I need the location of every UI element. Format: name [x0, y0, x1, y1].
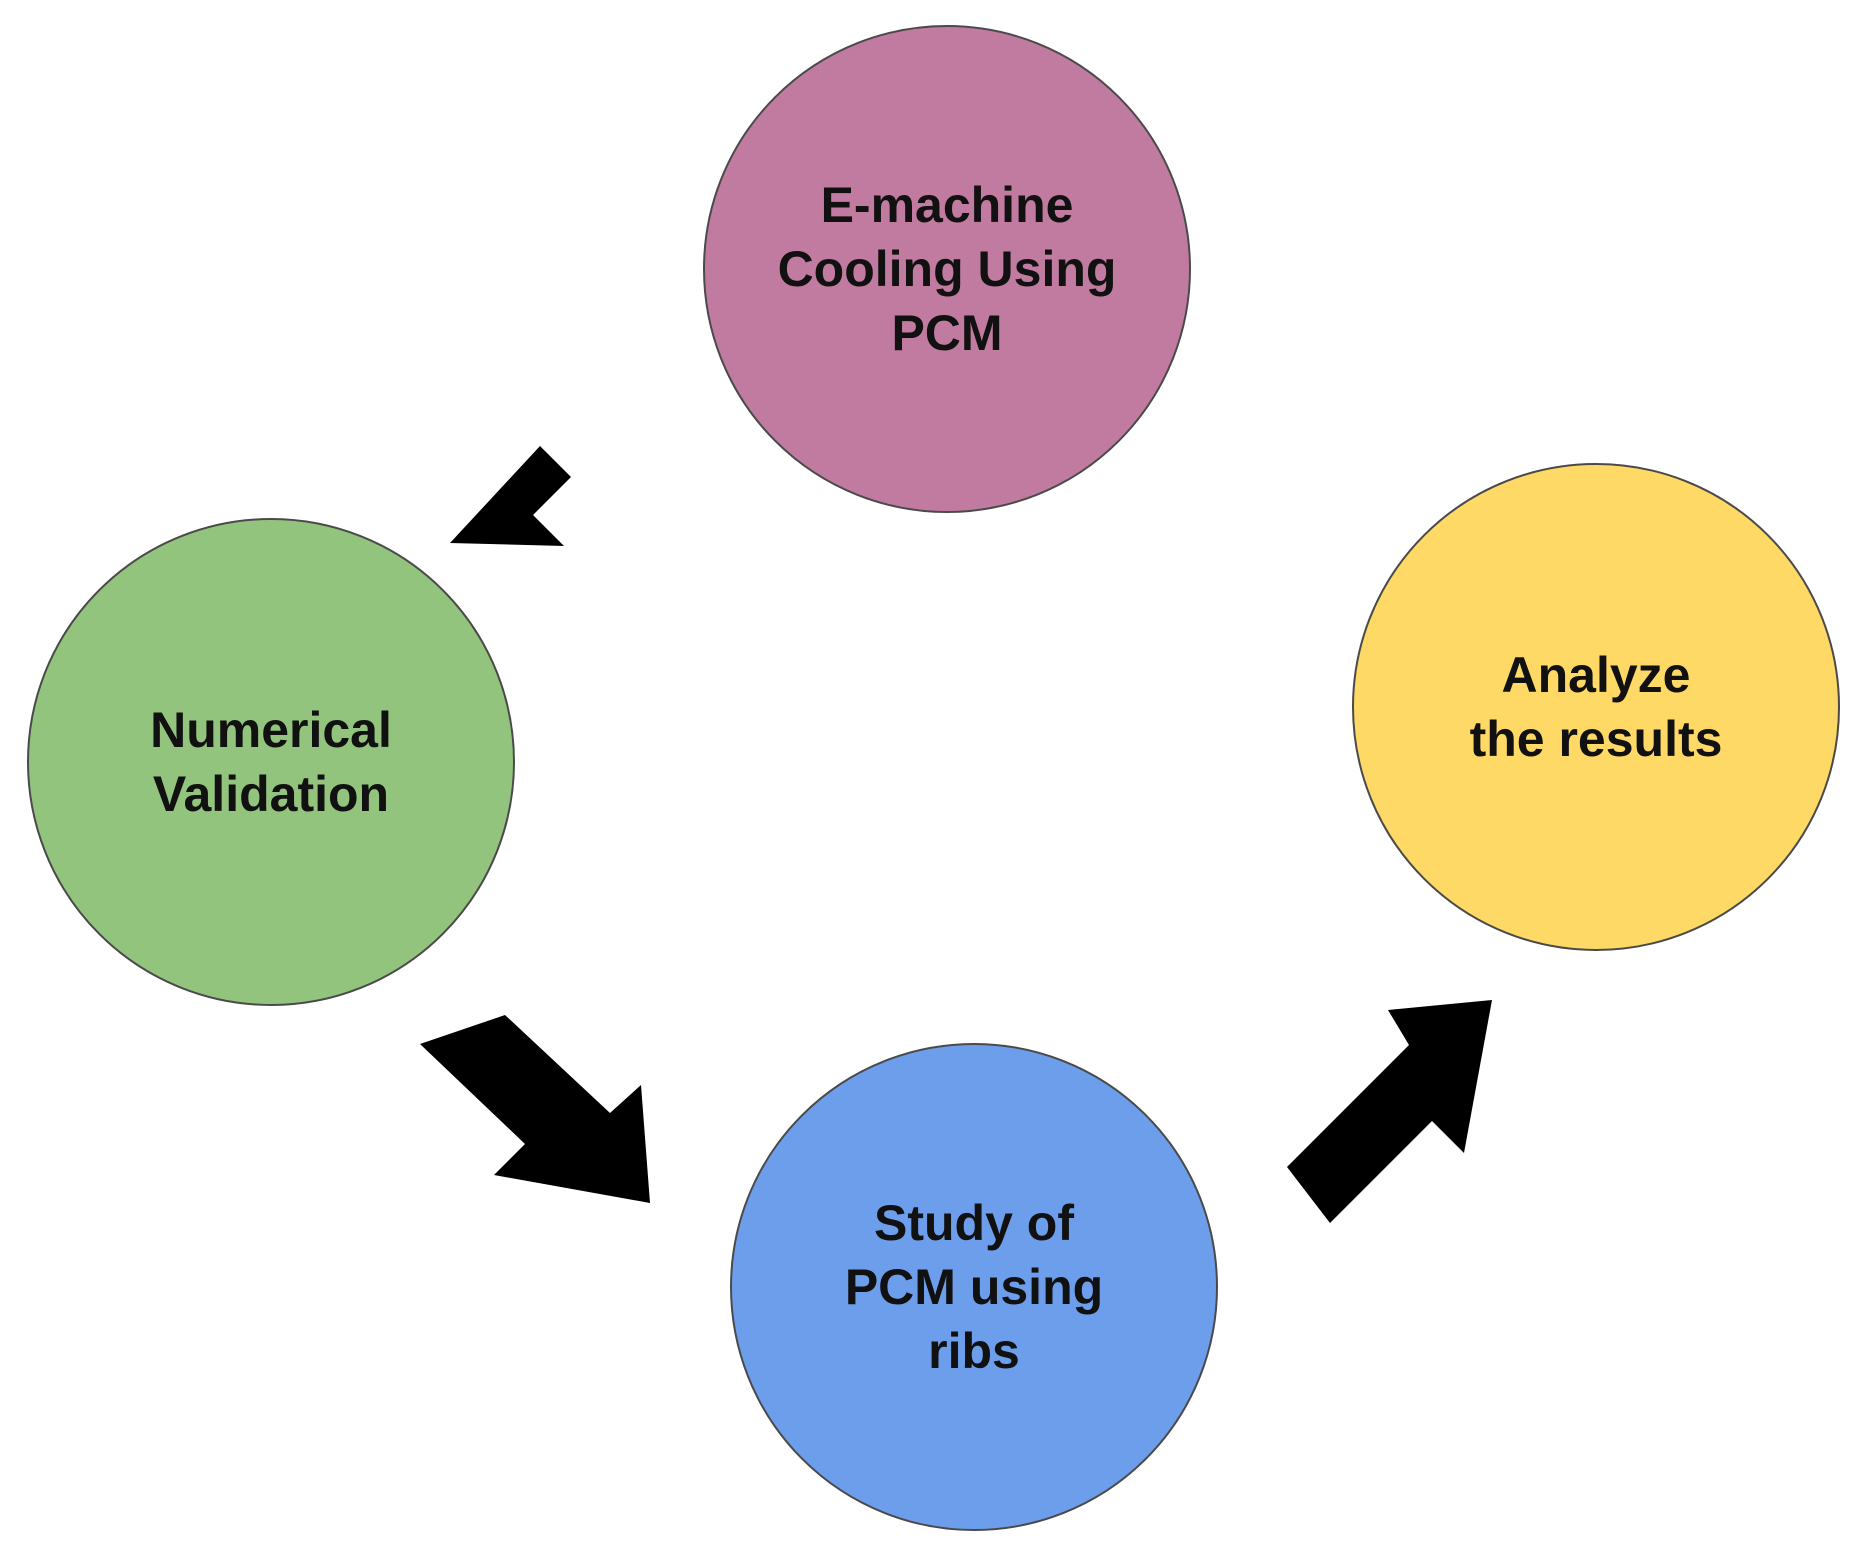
node-analyze-label: Analyze the results: [1430, 643, 1763, 771]
node-ribs-label: Study of PCM using ribs: [805, 1191, 1143, 1383]
node-ribs-line-1: Study of: [874, 1195, 1074, 1251]
node-analyze-line-2: the results: [1469, 711, 1723, 767]
node-emachine-line-1: E-machine: [820, 177, 1074, 233]
node-emachine-label: E-machine Cooling Using PCM: [738, 173, 1157, 365]
node-analyze-line-1: Analyze: [1501, 647, 1691, 703]
node-validation-line-1: Numerical: [150, 702, 392, 758]
node-numerical-validation: Numerical Validation: [27, 518, 515, 1006]
node-emachine-line-3: PCM: [891, 305, 1003, 361]
node-validation-label: Numerical Validation: [110, 698, 432, 826]
node-study-pcm-ribs: Study of PCM using ribs: [730, 1043, 1218, 1531]
arrow-ribs-to-analyze: [1287, 1000, 1492, 1223]
node-emachine-line-2: Cooling Using: [777, 241, 1117, 297]
arrow-validation-to-ribs: [420, 1015, 650, 1203]
node-ribs-line-3: ribs: [928, 1323, 1020, 1379]
arrow-emachine-to-validation: [450, 378, 670, 546]
node-emachine-cooling: E-machine Cooling Using PCM: [703, 25, 1191, 513]
node-validation-line-2: Validation: [152, 766, 390, 822]
node-ribs-line-2: PCM using: [844, 1259, 1104, 1315]
node-analyze-results: Analyze the results: [1352, 463, 1840, 951]
